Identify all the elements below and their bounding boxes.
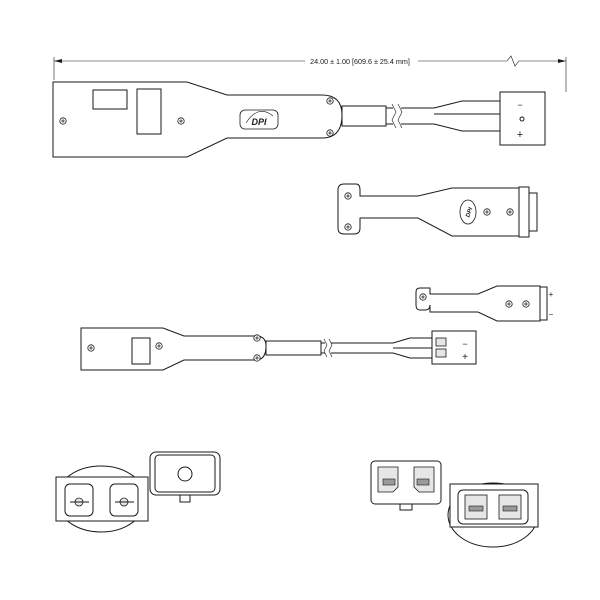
lower-grip — [131, 337, 151, 365]
screw-icon — [177, 117, 185, 125]
negative-symbol: − — [549, 310, 554, 319]
lower-connector — [431, 330, 477, 365]
screw-icon — [87, 344, 95, 352]
pin-icon — [435, 337, 447, 347]
screw-icon — [522, 300, 530, 308]
small-connector-face — [539, 286, 548, 321]
positive-symbol: + — [549, 290, 554, 299]
pin-icon — [519, 116, 525, 122]
detail-right-connector — [370, 460, 539, 548]
screw-icon — [506, 208, 514, 216]
side-body — [337, 183, 520, 237]
logo-text: DPI — [251, 117, 267, 127]
dpi-logo-icon: DPI — [239, 109, 279, 130]
screw-icon — [419, 293, 427, 301]
detail-left-connector — [55, 451, 221, 533]
connector-tip — [528, 192, 538, 232]
lower-handle-body — [80, 327, 267, 371]
view-top-handle: DPI − + — [52, 81, 546, 158]
positive-symbol: + — [462, 352, 468, 363]
dimension-label: 24.00 ± 1.00 [609.6 ± 25.4 mm] — [310, 57, 410, 66]
view-lower-handle: − + — [80, 327, 477, 371]
logo-text: DPI — [465, 207, 474, 219]
small-side-body — [415, 285, 541, 322]
negative-symbol: − — [517, 100, 522, 110]
screw-icon — [344, 192, 352, 200]
screw-icon — [505, 300, 513, 308]
socket-icon — [177, 466, 193, 482]
lower-strain-relief — [265, 340, 322, 356]
connector-face — [518, 186, 530, 238]
screw-icon — [326, 97, 334, 105]
screw-icon — [326, 129, 334, 137]
latch-tab — [179, 494, 191, 503]
screw-icon — [59, 117, 67, 125]
view-small-side: + − — [415, 285, 554, 322]
negative-symbol: − — [462, 339, 467, 349]
latch-tab — [399, 503, 413, 511]
pin-icon — [435, 348, 447, 358]
screw-icon — [253, 334, 261, 342]
screw-icon — [155, 342, 163, 350]
view-side-profile: DPI — [337, 183, 538, 238]
positive-symbol: + — [517, 129, 523, 141]
strain-relief — [341, 105, 387, 127]
screw-icon — [483, 208, 491, 216]
handle-grip — [136, 88, 162, 135]
label-window — [92, 89, 128, 110]
screw-icon — [344, 223, 352, 231]
dpi-logo-icon: DPI — [459, 199, 477, 225]
screw-icon — [253, 354, 261, 362]
overall-length-dimension: 24.00 ± 1.00 [609.6 ± 25.4 mm] — [53, 55, 567, 92]
